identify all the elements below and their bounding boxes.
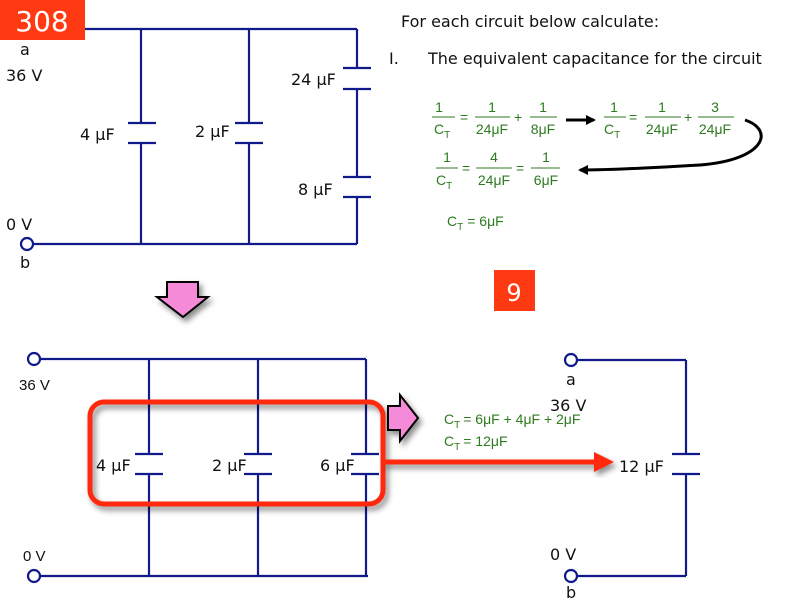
node-b-label: b: [566, 583, 576, 600]
capacitor-label: 4 μF: [96, 456, 131, 475]
parallel-line-1: CT= 6μF + 4μF + 2μF: [444, 411, 580, 431]
node-b-label: b: [20, 253, 30, 272]
ct-symbol: CT: [436, 172, 452, 192]
terminal-top: [26, 351, 42, 367]
ct-symbol: CT: [434, 121, 450, 141]
denominator: 24μF: [478, 172, 510, 188]
bottom-voltage-label: 0 V: [6, 215, 32, 234]
circuit-2: 36 V 4 μF 2 μF 6 μF 0 V: [19, 351, 379, 584]
slide-number-badge: 308: [0, 0, 85, 40]
instructions-heading: For each circuit below calculate:: [401, 12, 659, 31]
bottom-voltage-label: 0 V: [550, 545, 576, 564]
equals: =: [516, 160, 524, 176]
numerator: 3: [711, 99, 719, 115]
numerator: 1: [610, 99, 618, 115]
terminal-b: [19, 236, 35, 252]
node-a-label: a: [20, 40, 30, 59]
right-arrow-icon: [387, 392, 420, 444]
numerator: 4: [490, 149, 498, 165]
capacitor-label: 6 μF: [320, 456, 355, 475]
plus: +: [684, 109, 692, 125]
top-voltage-label: 36 V: [6, 66, 42, 85]
problem-number: 9: [506, 279, 521, 307]
top-voltage-label: 36 V: [550, 396, 586, 415]
parallel-line-2: CT= 12μF: [444, 433, 508, 453]
capacitor-label: 2 μF: [212, 456, 247, 475]
circuit-3: a 36 V 12 μF 0 V b: [550, 352, 700, 600]
series-result: CT= 6μF: [447, 213, 504, 233]
denominator: 24μF: [646, 121, 678, 137]
numerator: 1: [542, 149, 550, 165]
terminal-a: [563, 352, 579, 368]
numerator: 1: [443, 149, 451, 165]
denominator: 8μF: [531, 121, 555, 137]
curved-arrow-icon: [578, 118, 763, 175]
equals: =: [460, 109, 468, 125]
down-arrow-icon: [154, 281, 211, 319]
capacitor-label: 12 μF: [619, 457, 664, 476]
equals: =: [462, 160, 470, 176]
slide-number: 308: [15, 5, 68, 38]
numerator: 1: [488, 99, 496, 115]
series-calculation: 1 CT = 1 24μF + 1 8μF 1 CT = 1 24μF + 3 …: [432, 99, 763, 233]
numerator: 1: [539, 99, 547, 115]
capacitor-label: 2 μF: [195, 122, 230, 141]
equals: =: [629, 109, 637, 125]
problem-number-badge: 9: [494, 270, 535, 311]
denominator: 24μF: [476, 121, 508, 137]
capacitor-label: 8 μF: [298, 180, 333, 199]
denominator: 6μF: [534, 172, 558, 188]
bottom-voltage-label: 0 V: [23, 548, 46, 565]
terminal-b: [563, 568, 579, 584]
numerator: 1: [435, 99, 443, 115]
connector-arrow: [383, 452, 614, 472]
ct-symbol: CT: [604, 121, 620, 141]
capacitor-label: 24 μF: [291, 70, 336, 89]
highlight-box: [87, 399, 386, 507]
terminal-bottom: [26, 568, 42, 584]
denominator: 24μF: [699, 121, 731, 137]
instruction-item-number: I.: [389, 49, 399, 68]
plus: +: [514, 109, 522, 125]
numerator: 1: [658, 99, 666, 115]
instruction-item-text: The equivalent capacitance for the circu…: [427, 49, 762, 68]
circuit-1: a 36 V 4 μF 2 μF 24 μF 8 μF 0 V b: [6, 27, 371, 272]
top-voltage-label: 36 V: [19, 377, 50, 394]
capacitor-label: 4 μF: [80, 125, 115, 144]
parallel-calculation: CT= 6μF + 4μF + 2μF CT= 12μF: [444, 411, 580, 453]
node-a-label: a: [566, 370, 576, 389]
